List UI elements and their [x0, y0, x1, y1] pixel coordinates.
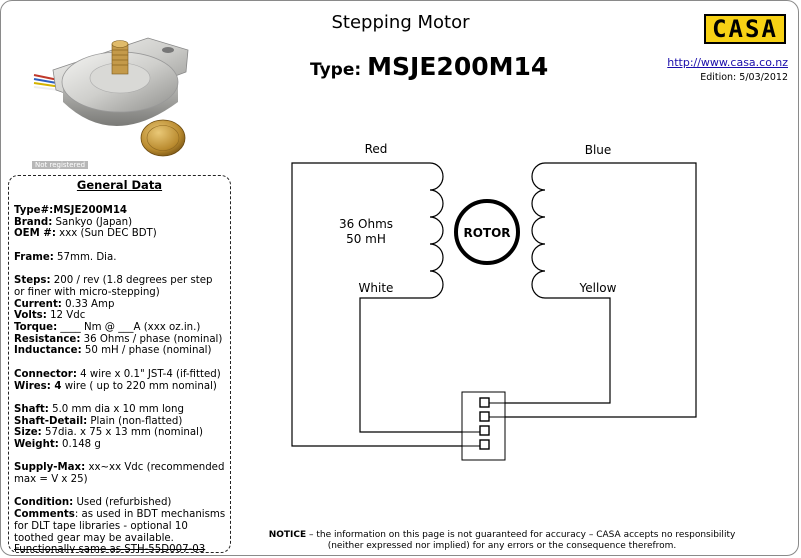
notice-label: NOTICE: [268, 530, 307, 540]
page-title: Stepping Motor: [331, 12, 470, 33]
spec-steps: Steps: 200 / rev (1.8 degrees per step o…: [14, 275, 213, 298]
spec-size: Size: 57dia. x 75 x 13 mm (nominal): [14, 427, 203, 439]
edition-text: Edition: 5/03/2012: [700, 72, 788, 83]
general-data-body: Type#:MSJE200M14 Brand: Sankyo (Japan) O…: [14, 205, 226, 553]
wiring-diagram: Red White Blue Yellow 36 Ohms 50 mH ROTO…: [291, 142, 697, 461]
spec-type: Type#:MSJE200M14: [14, 205, 128, 216]
notice-text-1: – the information on this page is not gu…: [306, 530, 736, 540]
spec-supply-max: Supply-Max: xx~xx Vdc (recommended max =…: [14, 462, 225, 486]
spec-current: Current: 0.33 Amp: [14, 298, 115, 310]
wire-label-yellow: Yellow: [579, 281, 617, 295]
general-data-title: General Data: [76, 178, 163, 192]
spec-wires: Wires: 4 wire ( up to 220 mm nominal): [14, 380, 217, 392]
casa-logo: CASA: [704, 14, 786, 44]
spec-connector: Connector: 4 wire x 0.1" JST-4 (if-fitte…: [14, 368, 221, 380]
wire-label-white: White: [359, 281, 394, 295]
website-link[interactable]: http://www.casa.co.nz: [667, 56, 788, 69]
spec-condition: Condition: Used (refurbished): [14, 497, 172, 509]
coil-resistance: 36 Ohms: [339, 217, 393, 231]
spec-inductance: Inductance: 50 mH / phase (nominal): [14, 345, 212, 357]
spec-frame: Frame: 57mm. Dia.: [14, 251, 117, 263]
motor-photo: [33, 37, 189, 157]
type-value: MSJE200M14: [367, 52, 549, 81]
wire-label-red: Red: [365, 142, 388, 156]
type-heading: Type:MSJE200M14: [310, 52, 548, 81]
general-data-panel: General Data Type#:MSJE200M14 Brand: San…: [8, 175, 231, 553]
rotor-label: ROTOR: [463, 226, 510, 240]
notice-text-2: (neither expressed nor implied) for any …: [327, 541, 677, 551]
spec-oem: OEM #: xxx (Sun DEC BDT): [14, 228, 157, 240]
spec-resistance: Resistance: 36 Ohms / phase (nominal): [14, 333, 223, 345]
not-registered-badge: Not registered: [32, 161, 89, 169]
type-label: Type:: [310, 60, 362, 80]
spec-shaft: Shaft: 5.0 mm dia x 10 mm long: [14, 403, 184, 415]
spec-comments: Comments: as used in BDT mechanisms for …: [14, 509, 226, 544]
spec-shaft-detail: Shaft-Detail: Plain (non-flatted): [14, 415, 183, 427]
spec-functional-equivalent: Functionally same as STH-55D007-03: [14, 544, 206, 553]
wire-label-blue: Blue: [585, 143, 612, 157]
spec-volts: Volts: 12 Vdc: [14, 310, 86, 322]
spec-weight: Weight: 0.148 g: [14, 439, 101, 450]
coil-inductance: 50 mH: [346, 232, 386, 246]
spec-brand: Brand: Sankyo (Japan): [14, 216, 133, 228]
spec-torque: Torque: ____ Nm @ ___A (xxx oz.in.): [14, 322, 201, 333]
notice-footer: NOTICE – the information on this page is…: [262, 530, 742, 552]
